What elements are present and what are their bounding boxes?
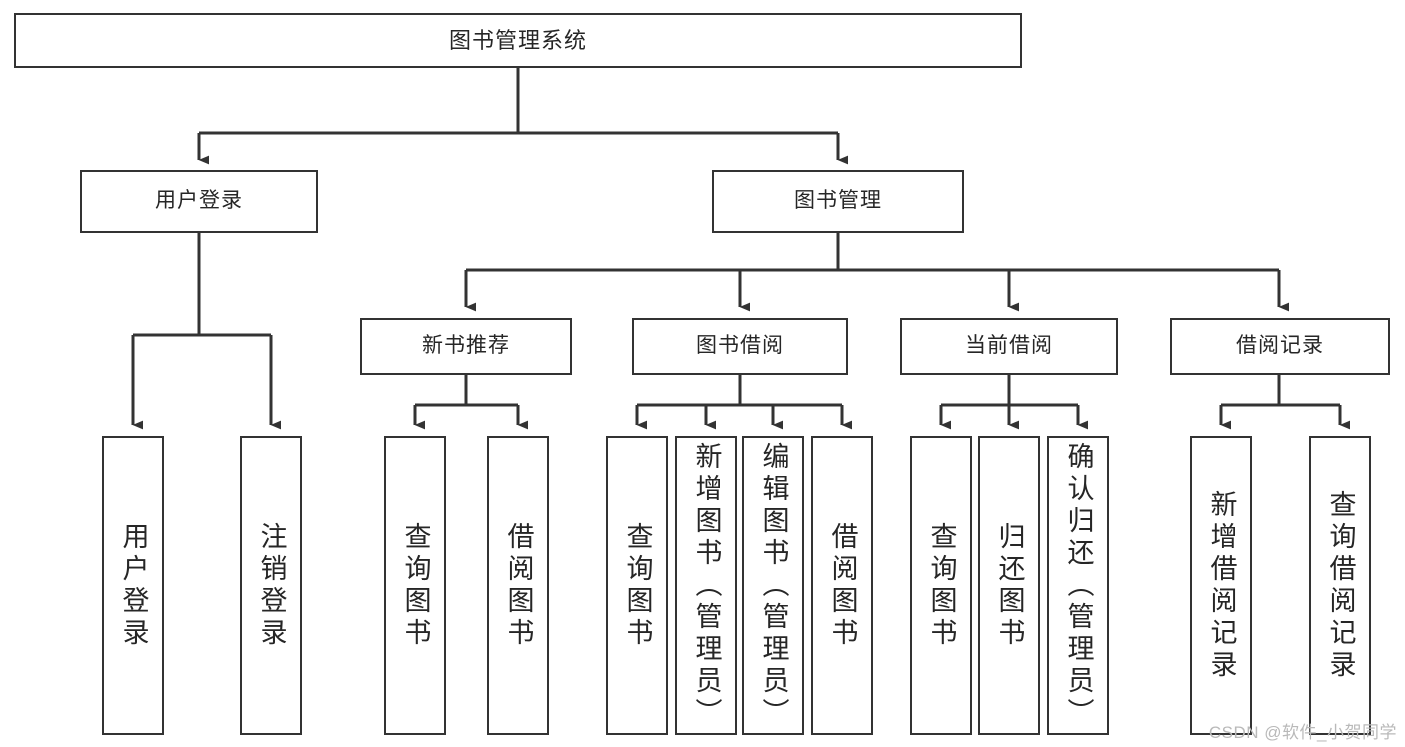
- node-leaf-query-book-current[interactable]: 查询图书: [910, 436, 972, 735]
- node-label: 确认归还（管理员）: [1063, 441, 1094, 730]
- node-label: 新增图书（管理员）: [691, 441, 722, 730]
- node-leaf-borrow-book-recommend[interactable]: 借阅图书: [487, 436, 549, 735]
- node-label: 用户登录: [118, 521, 149, 650]
- node-label: 查询图书: [926, 521, 957, 650]
- node-label: 当前借阅: [965, 334, 1053, 358]
- node-label: 用户登录: [155, 189, 243, 213]
- node-label: 归还图书: [994, 521, 1025, 650]
- node-leaf-add-book-admin[interactable]: 新增图书（管理员）: [675, 436, 737, 735]
- node-leaf-edit-book-admin[interactable]: 编辑图书（管理员）: [742, 436, 804, 735]
- node-label: 借阅图书: [503, 521, 534, 650]
- node-label: 新增借阅记录: [1206, 489, 1237, 682]
- node-leaf-query-borrow-record[interactable]: 查询借阅记录: [1309, 436, 1371, 735]
- node-book-borrow[interactable]: 图书借阅: [632, 318, 848, 375]
- node-leaf-query-book-recommend[interactable]: 查询图书: [384, 436, 446, 735]
- node-label: 借阅记录: [1236, 334, 1324, 358]
- node-label: 查询图书: [622, 521, 653, 650]
- node-label: 借阅图书: [827, 521, 858, 650]
- node-label: 编辑图书（管理员）: [758, 441, 789, 730]
- node-current-borrow[interactable]: 当前借阅: [900, 318, 1118, 375]
- node-leaf-return-book[interactable]: 归还图书: [978, 436, 1040, 735]
- node-label: 图书管理: [794, 189, 882, 213]
- node-leaf-query-book-borrow[interactable]: 查询图书: [606, 436, 668, 735]
- node-label: 图书借阅: [696, 334, 784, 358]
- node-borrow-record[interactable]: 借阅记录: [1170, 318, 1390, 375]
- node-book-management[interactable]: 图书管理: [712, 170, 964, 233]
- watermark-text: CSDN @软件_小贺同学: [1208, 723, 1397, 742]
- node-label: 图书管理系统: [448, 27, 587, 53]
- node-new-book-recommendation[interactable]: 新书推荐: [360, 318, 572, 375]
- node-leaf-confirm-return-admin[interactable]: 确认归还（管理员）: [1047, 436, 1109, 735]
- node-leaf-user-login[interactable]: 用户登录: [102, 436, 164, 735]
- node-label: 查询借阅记录: [1325, 489, 1356, 682]
- node-root-book-management-system[interactable]: 图书管理系统: [14, 13, 1022, 68]
- node-user-login[interactable]: 用户登录: [80, 170, 318, 233]
- node-leaf-logout[interactable]: 注销登录: [240, 436, 302, 735]
- node-leaf-borrow-book[interactable]: 借阅图书: [811, 436, 873, 735]
- node-leaf-add-borrow-record[interactable]: 新增借阅记录: [1190, 436, 1252, 735]
- node-label: 查询图书: [400, 521, 431, 650]
- node-label: 注销登录: [256, 521, 287, 650]
- node-label: 新书推荐: [422, 334, 510, 358]
